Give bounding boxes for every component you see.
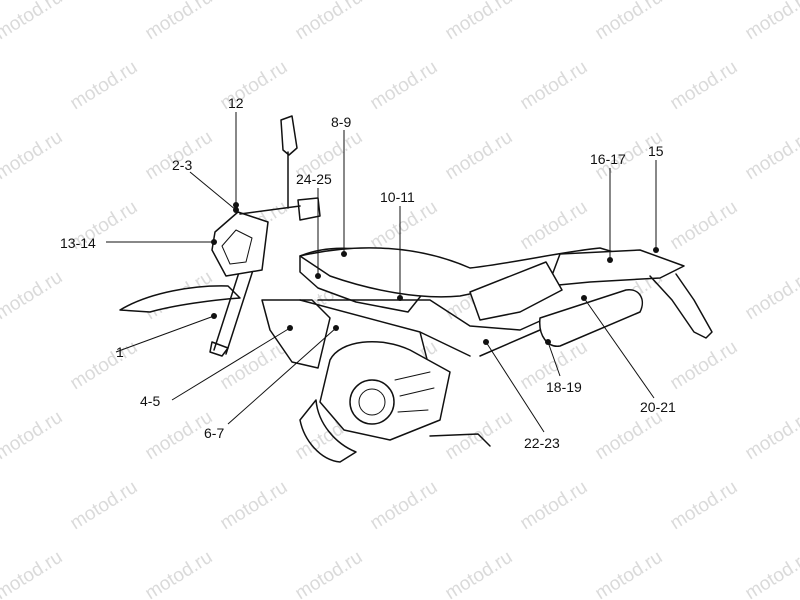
callout-13-14: 13-14: [60, 235, 96, 251]
watermark-text: motod.ru: [67, 477, 142, 535]
callout-18-19: 18-19: [546, 379, 582, 395]
watermark-text: motod.ru: [742, 127, 800, 185]
lower-guard: [299, 399, 357, 463]
watermark-text: motod.ru: [367, 477, 442, 535]
watermark-text: motod.ru: [667, 197, 742, 255]
watermark-text: motod.ru: [0, 267, 66, 325]
leader-lines: [106, 112, 659, 433]
callout-16-17: 16-17: [590, 151, 626, 167]
callout-10-11: 10-11: [380, 189, 415, 205]
watermark-text: motod.ru: [0, 127, 66, 185]
callout-6-7: 6-7: [204, 425, 224, 441]
callout-4-5: 4-5: [140, 393, 160, 409]
watermark-text: motod.ru: [0, 547, 66, 600]
watermark-text: motod.ru: [442, 547, 517, 600]
watermark-text: motod.ru: [667, 477, 742, 535]
side-cover: [469, 261, 563, 321]
watermark-text: motod.ru: [742, 407, 800, 465]
watermark-text: motod.ru: [517, 477, 592, 535]
callout-15: 15: [648, 143, 664, 159]
watermark-text: motod.ru: [442, 127, 517, 185]
callout-22-23: 22-23: [524, 435, 560, 451]
watermark-text: motod.ru: [667, 337, 742, 395]
watermark-text: motod.ru: [742, 547, 800, 600]
handlebar: [239, 197, 321, 221]
exhaust-muffler: [539, 289, 644, 347]
rear-fender: [649, 273, 713, 339]
watermark-text: motod.ru: [367, 197, 442, 255]
fork-bottom: [209, 341, 229, 357]
callout-1: 1: [116, 344, 124, 360]
watermark-text: motod.ru: [592, 407, 667, 465]
headlight-fairing: [211, 211, 269, 277]
callout-24-25: 24-25: [296, 171, 332, 187]
exhaust-pipe: [479, 329, 541, 357]
watermark-text: motod.ru: [217, 477, 292, 535]
watermark-text: motod.ru: [742, 0, 800, 44]
watermark-text: motod.ru: [667, 57, 742, 115]
watermark-text: motod.ru: [367, 57, 442, 115]
watermark-text: motod.ru: [442, 0, 517, 44]
watermark-text: motod.ru: [592, 0, 667, 44]
headlight-lens: [221, 229, 253, 265]
callout-12: 12: [228, 95, 244, 111]
watermark-text: motod.ru: [292, 547, 367, 600]
watermark-text: motod.ru: [67, 337, 142, 395]
callout-20-21: 20-21: [640, 399, 676, 415]
front-fender: [119, 285, 241, 313]
mirror: [280, 115, 298, 156]
watermark-text: motod.ru: [292, 0, 367, 44]
watermark-text: motod.ru: [67, 57, 142, 115]
watermark-text: motod.ru: [517, 197, 592, 255]
watermark-text: motod.ru: [142, 127, 217, 185]
watermark-text: motod.ru: [142, 547, 217, 600]
watermark-text: motod.ru: [592, 547, 667, 600]
callout-2-3: 2-3: [172, 157, 192, 173]
radiator-shroud: [261, 299, 331, 369]
callout-labels: 1 2-3 4-5 6-7 8-9 10-11 12 13-14 15 16-1…: [60, 95, 676, 451]
watermark-text: motod.ru: [742, 267, 800, 325]
engine: [319, 340, 451, 441]
watermark-text: motod.ru: [142, 0, 217, 44]
watermark-text: motod.ru: [0, 0, 66, 44]
footpeg: [429, 433, 491, 447]
watermark-text: motod.ru: [0, 407, 66, 465]
callout-8-9: 8-9: [331, 114, 351, 130]
watermark-text: motod.ru: [517, 57, 592, 115]
